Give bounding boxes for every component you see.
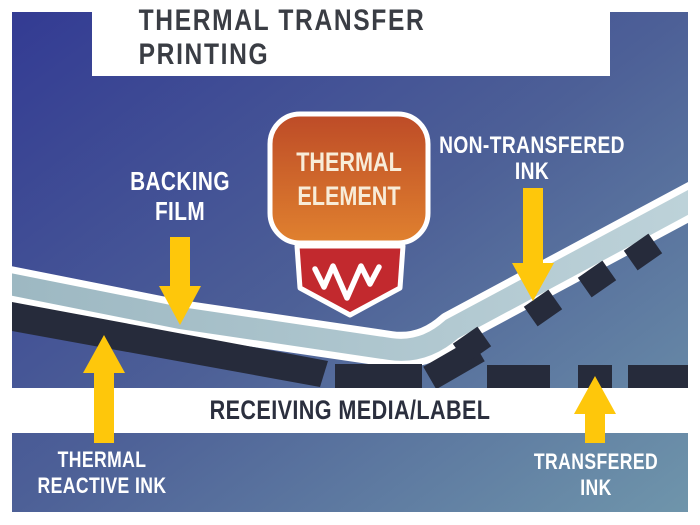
thermal-reactive-ink-label: THERMAL REACTIVE INK bbox=[37, 447, 167, 498]
transferring-ink-segment bbox=[335, 364, 422, 388]
non-transferred-ink-segment bbox=[623, 233, 663, 271]
transferred-ink-segment bbox=[487, 365, 550, 388]
non-transfered-ink-label: NON-TRANSFERED INK bbox=[439, 132, 625, 185]
resistor-zigzag-icon bbox=[312, 263, 382, 301]
backing-film-band bbox=[12, 189, 688, 361]
non-transfered-ink-arrow-icon bbox=[512, 188, 554, 301]
title-banner bbox=[92, 0, 610, 76]
transferred-ink-segment bbox=[628, 365, 688, 388]
thermal-element-box bbox=[267, 111, 431, 246]
transfered-ink-arrow-icon bbox=[574, 376, 616, 443]
backing-film-arrow-icon bbox=[159, 237, 201, 325]
transfered-ink-label: TRANSFERED INK bbox=[533, 449, 659, 500]
heater-shield bbox=[294, 243, 406, 318]
thermal-reactive-ink-arrow-icon bbox=[83, 335, 125, 443]
thermal-element-label: THERMAL ELEMENT bbox=[296, 146, 402, 211]
receiving-media-band bbox=[12, 388, 688, 433]
receiving-media-label: RECEIVING MEDIA/LABEL bbox=[209, 395, 491, 425]
non-transferred-ink-segment bbox=[577, 260, 617, 298]
backing-film-label: BACKING FILM bbox=[130, 166, 230, 226]
non-transferred-ink-segment bbox=[452, 326, 492, 364]
non-transferred-ink-segment bbox=[523, 289, 563, 327]
page-title: THERMAL TRANSFER PRINTING bbox=[138, 4, 426, 71]
thermal-reactive-ink-layer bbox=[12, 302, 328, 387]
